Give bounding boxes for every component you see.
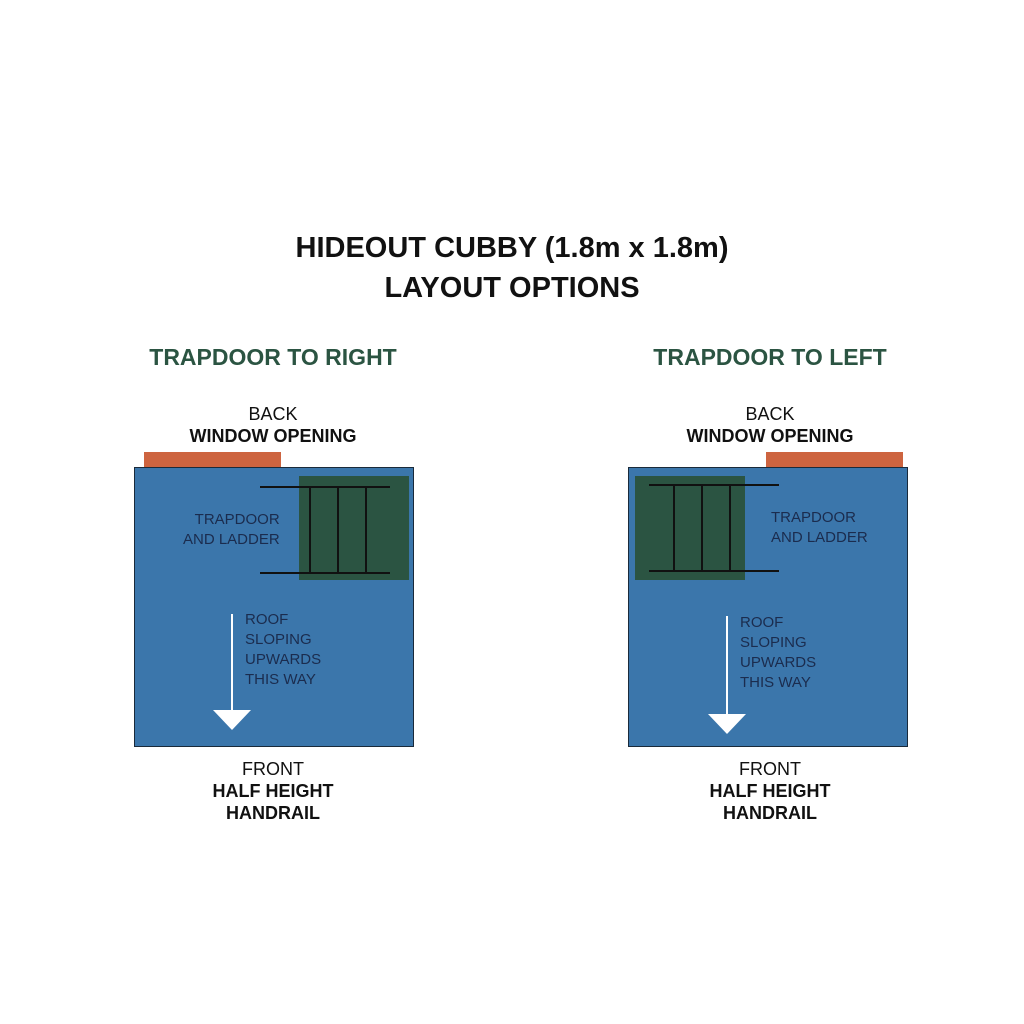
front-label: FRONT: [242, 759, 304, 779]
cubby-floor-plan: TRAPDOOR AND LADDER ROOF SLOPING UPWARDS…: [134, 467, 414, 747]
diagram-title: HIDEOUT CUBBY (1.8m x 1.8m) LAYOUT OPTIO…: [0, 228, 1024, 308]
panel-heading: TRAPDOOR TO RIGHT: [149, 344, 397, 370]
trapdoor-area: [299, 476, 409, 580]
trapdoor-ladder-label: TRAPDOOR AND LADDER: [771, 509, 868, 546]
title-line-2: LAYOUT OPTIONS: [384, 272, 640, 304]
roof-slope-arrow-icon: [708, 616, 746, 734]
window-opening-marker: [144, 452, 281, 469]
window-opening-label: WINDOW OPENING: [189, 426, 357, 446]
panel-trapdoor-right: TRAPDOOR TO RIGHT BACK WINDOW OPENING TR…: [53, 340, 493, 840]
roof-slope-label: ROOF SLOPING UPWARDS THIS WAY: [245, 611, 322, 688]
panel-heading: TRAPDOOR TO LEFT: [653, 344, 887, 370]
back-label: BACK: [745, 404, 795, 424]
roof-slope-label: ROOF SLOPING UPWARDS THIS WAY: [740, 614, 817, 691]
handrail-label: HALF HEIGHT HANDRAIL: [212, 781, 334, 823]
ladder-icon: [260, 486, 390, 574]
front-label: FRONT: [739, 759, 801, 779]
roof-slope-arrow-icon: [213, 614, 251, 730]
handrail-label: HALF HEIGHT HANDRAIL: [709, 781, 831, 823]
ladder-icon: [649, 484, 779, 572]
window-opening-label: WINDOW OPENING: [686, 426, 854, 446]
trapdoor-ladder-label: TRAPDOOR AND LADDER: [183, 511, 280, 548]
title-line-1: HIDEOUT CUBBY (1.8m x 1.8m): [295, 232, 729, 264]
cubby-floor-plan: TRAPDOOR AND LADDER ROOF SLOPING UPWARDS…: [628, 467, 908, 747]
trapdoor-area: [635, 476, 745, 580]
back-label: BACK: [248, 404, 298, 424]
window-opening-marker: [766, 452, 903, 469]
panel-trapdoor-left: TRAPDOOR TO LEFT BACK WINDOW OPENING TRA…: [550, 340, 990, 840]
